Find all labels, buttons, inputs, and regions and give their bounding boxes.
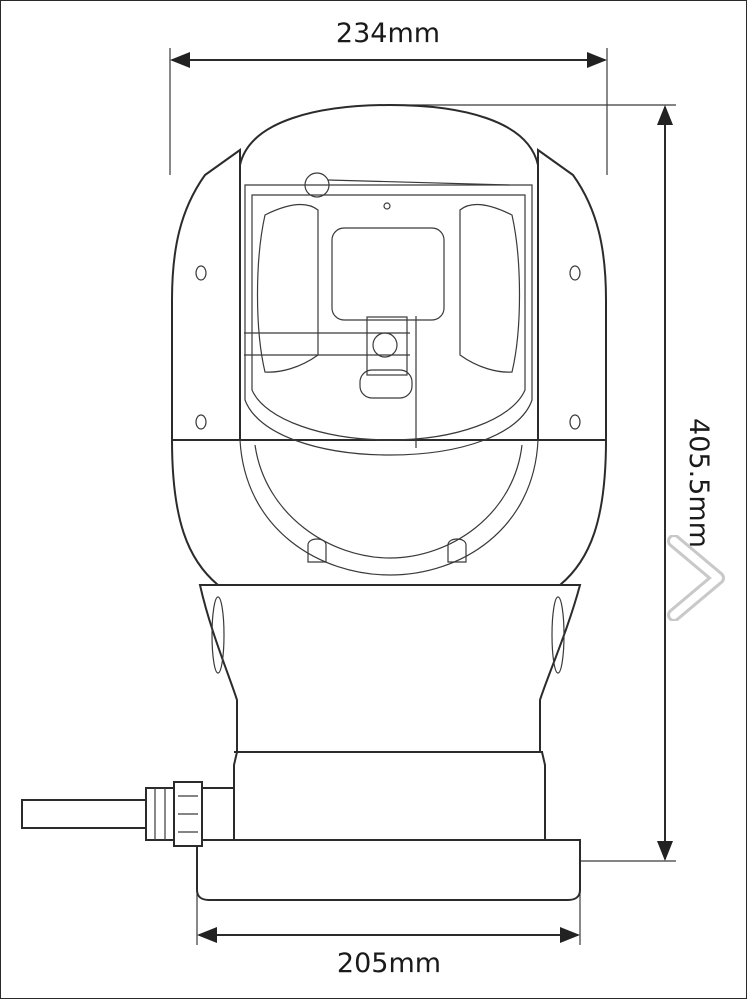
- height-dimension: 405.5mm: [390, 104, 714, 862]
- camera-base: [196, 751, 581, 901]
- pan-body: [198, 584, 582, 753]
- top-width-dimension: 234mm: [169, 18, 608, 175]
- camera-head: [170, 103, 608, 586]
- cable-gland: [21, 781, 235, 847]
- next-arrow-button[interactable]: [660, 535, 732, 621]
- base-width-label: 205mm: [337, 948, 441, 979]
- top-width-label: 234mm: [336, 18, 440, 49]
- chevron-right-icon: [667, 535, 725, 621]
- height-label: 405.5mm: [683, 418, 714, 548]
